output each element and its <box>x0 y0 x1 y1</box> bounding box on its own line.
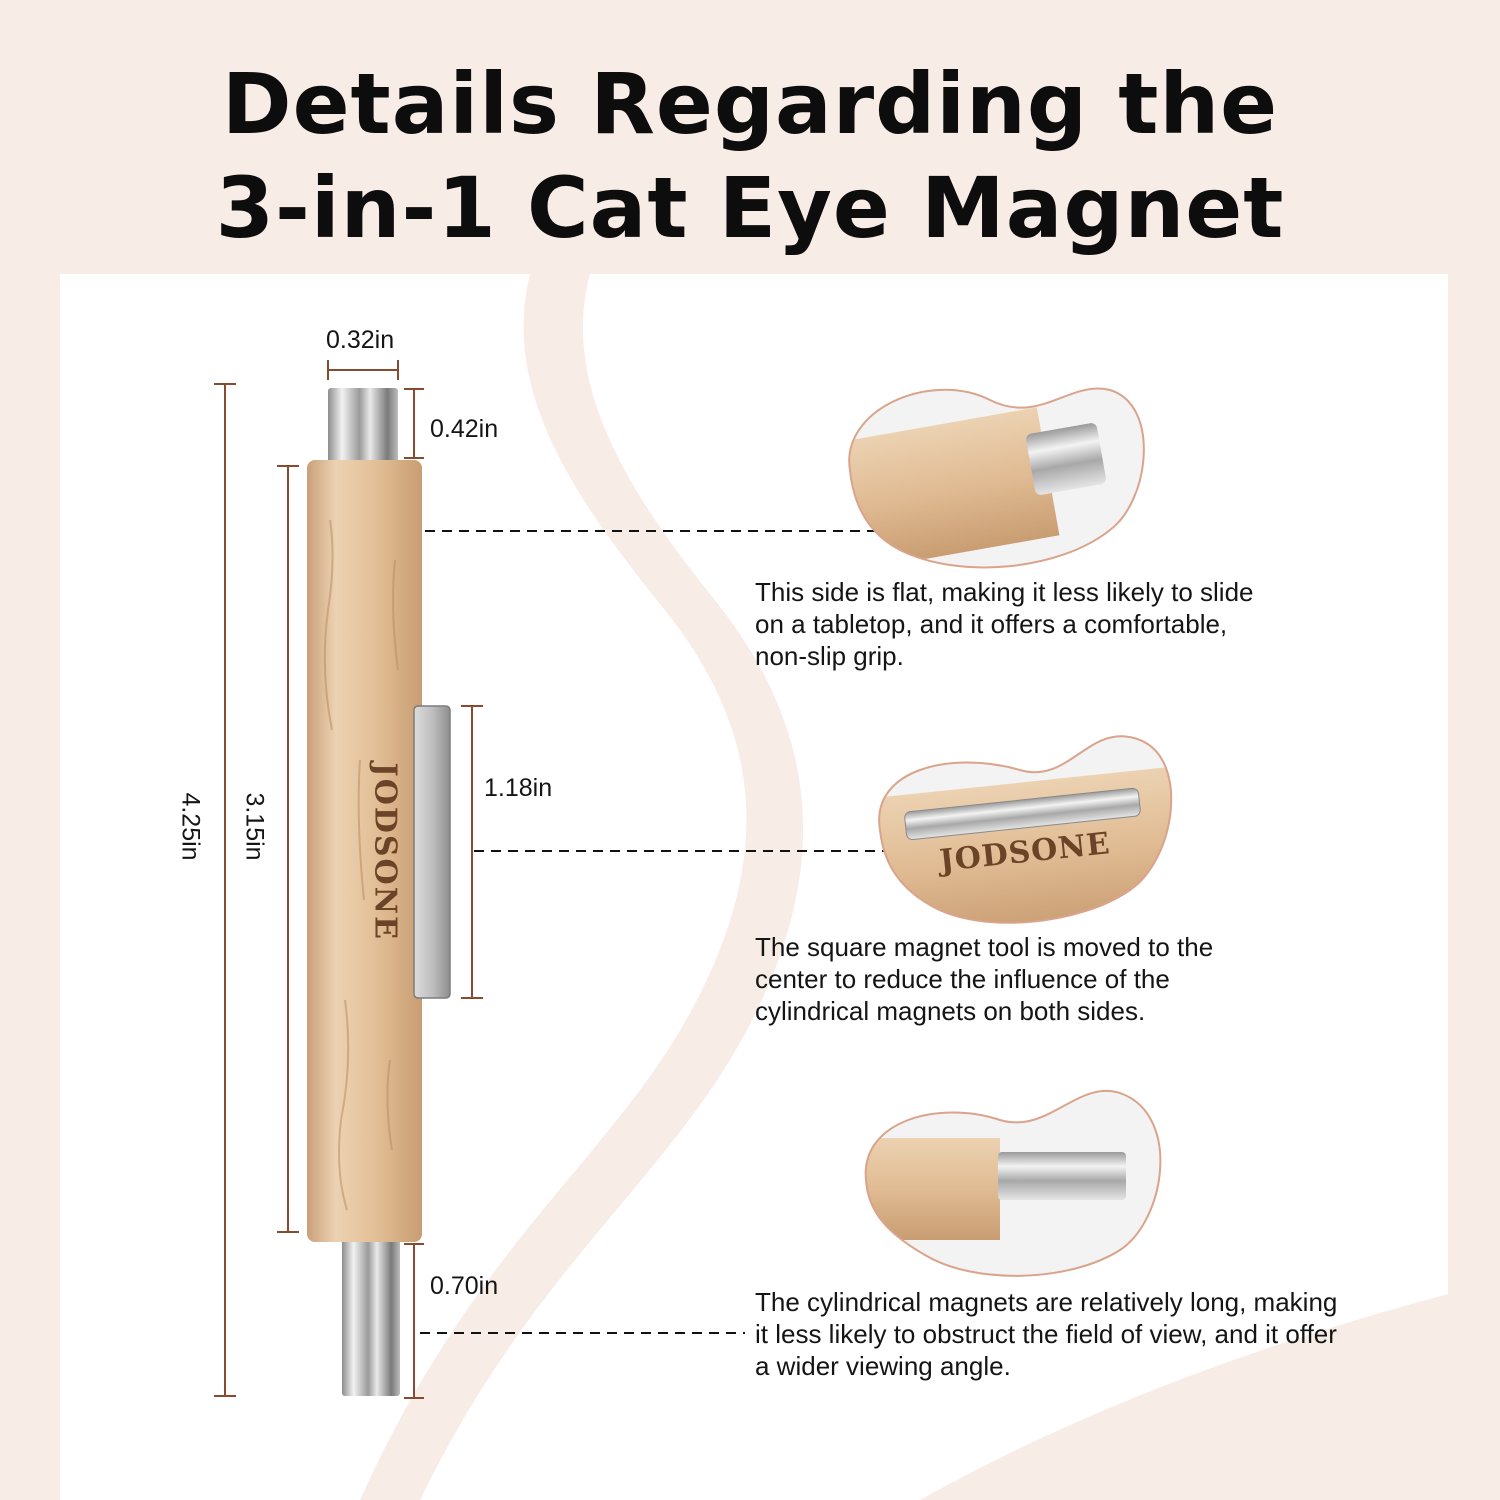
dim-total-length: 4.25in <box>176 792 205 861</box>
wooden-body <box>307 460 422 1242</box>
dim-square-magnet: 1.18in <box>484 774 553 802</box>
square-magnet <box>413 705 451 999</box>
dim-body-length: 3.15in <box>240 792 269 861</box>
wood-grain <box>323 519 399 1211</box>
dim-top-magnet: 0.42in <box>430 415 499 443</box>
feature-description-2: The square magnet tool is moved to the c… <box>755 932 1214 1026</box>
title-line-2: 3-in-1 Cat Eye Magnet <box>215 159 1285 257</box>
page-title: Details Regarding the 3-in-1 Cat Eye Mag… <box>0 52 1500 260</box>
bottom-cylinder-magnet <box>342 1228 400 1396</box>
decorative-curves <box>360 274 1448 1500</box>
top-cylinder-magnet <box>328 388 398 468</box>
callout-leaders <box>420 530 890 1334</box>
dim-tip-width: 0.32in <box>326 326 395 354</box>
feature-description-3: The cylindrical magnets are relatively l… <box>755 1287 1338 1381</box>
feature-description-1: This side is flat, making it less likely… <box>755 577 1254 671</box>
brand-engraving-pen: JODSONE <box>367 762 403 941</box>
content-panel <box>60 274 1448 1500</box>
dim-bottom-magnet: 0.70in <box>430 1272 499 1300</box>
title-line-1: Details Regarding the <box>221 55 1279 153</box>
dimension-lines <box>214 360 483 1399</box>
